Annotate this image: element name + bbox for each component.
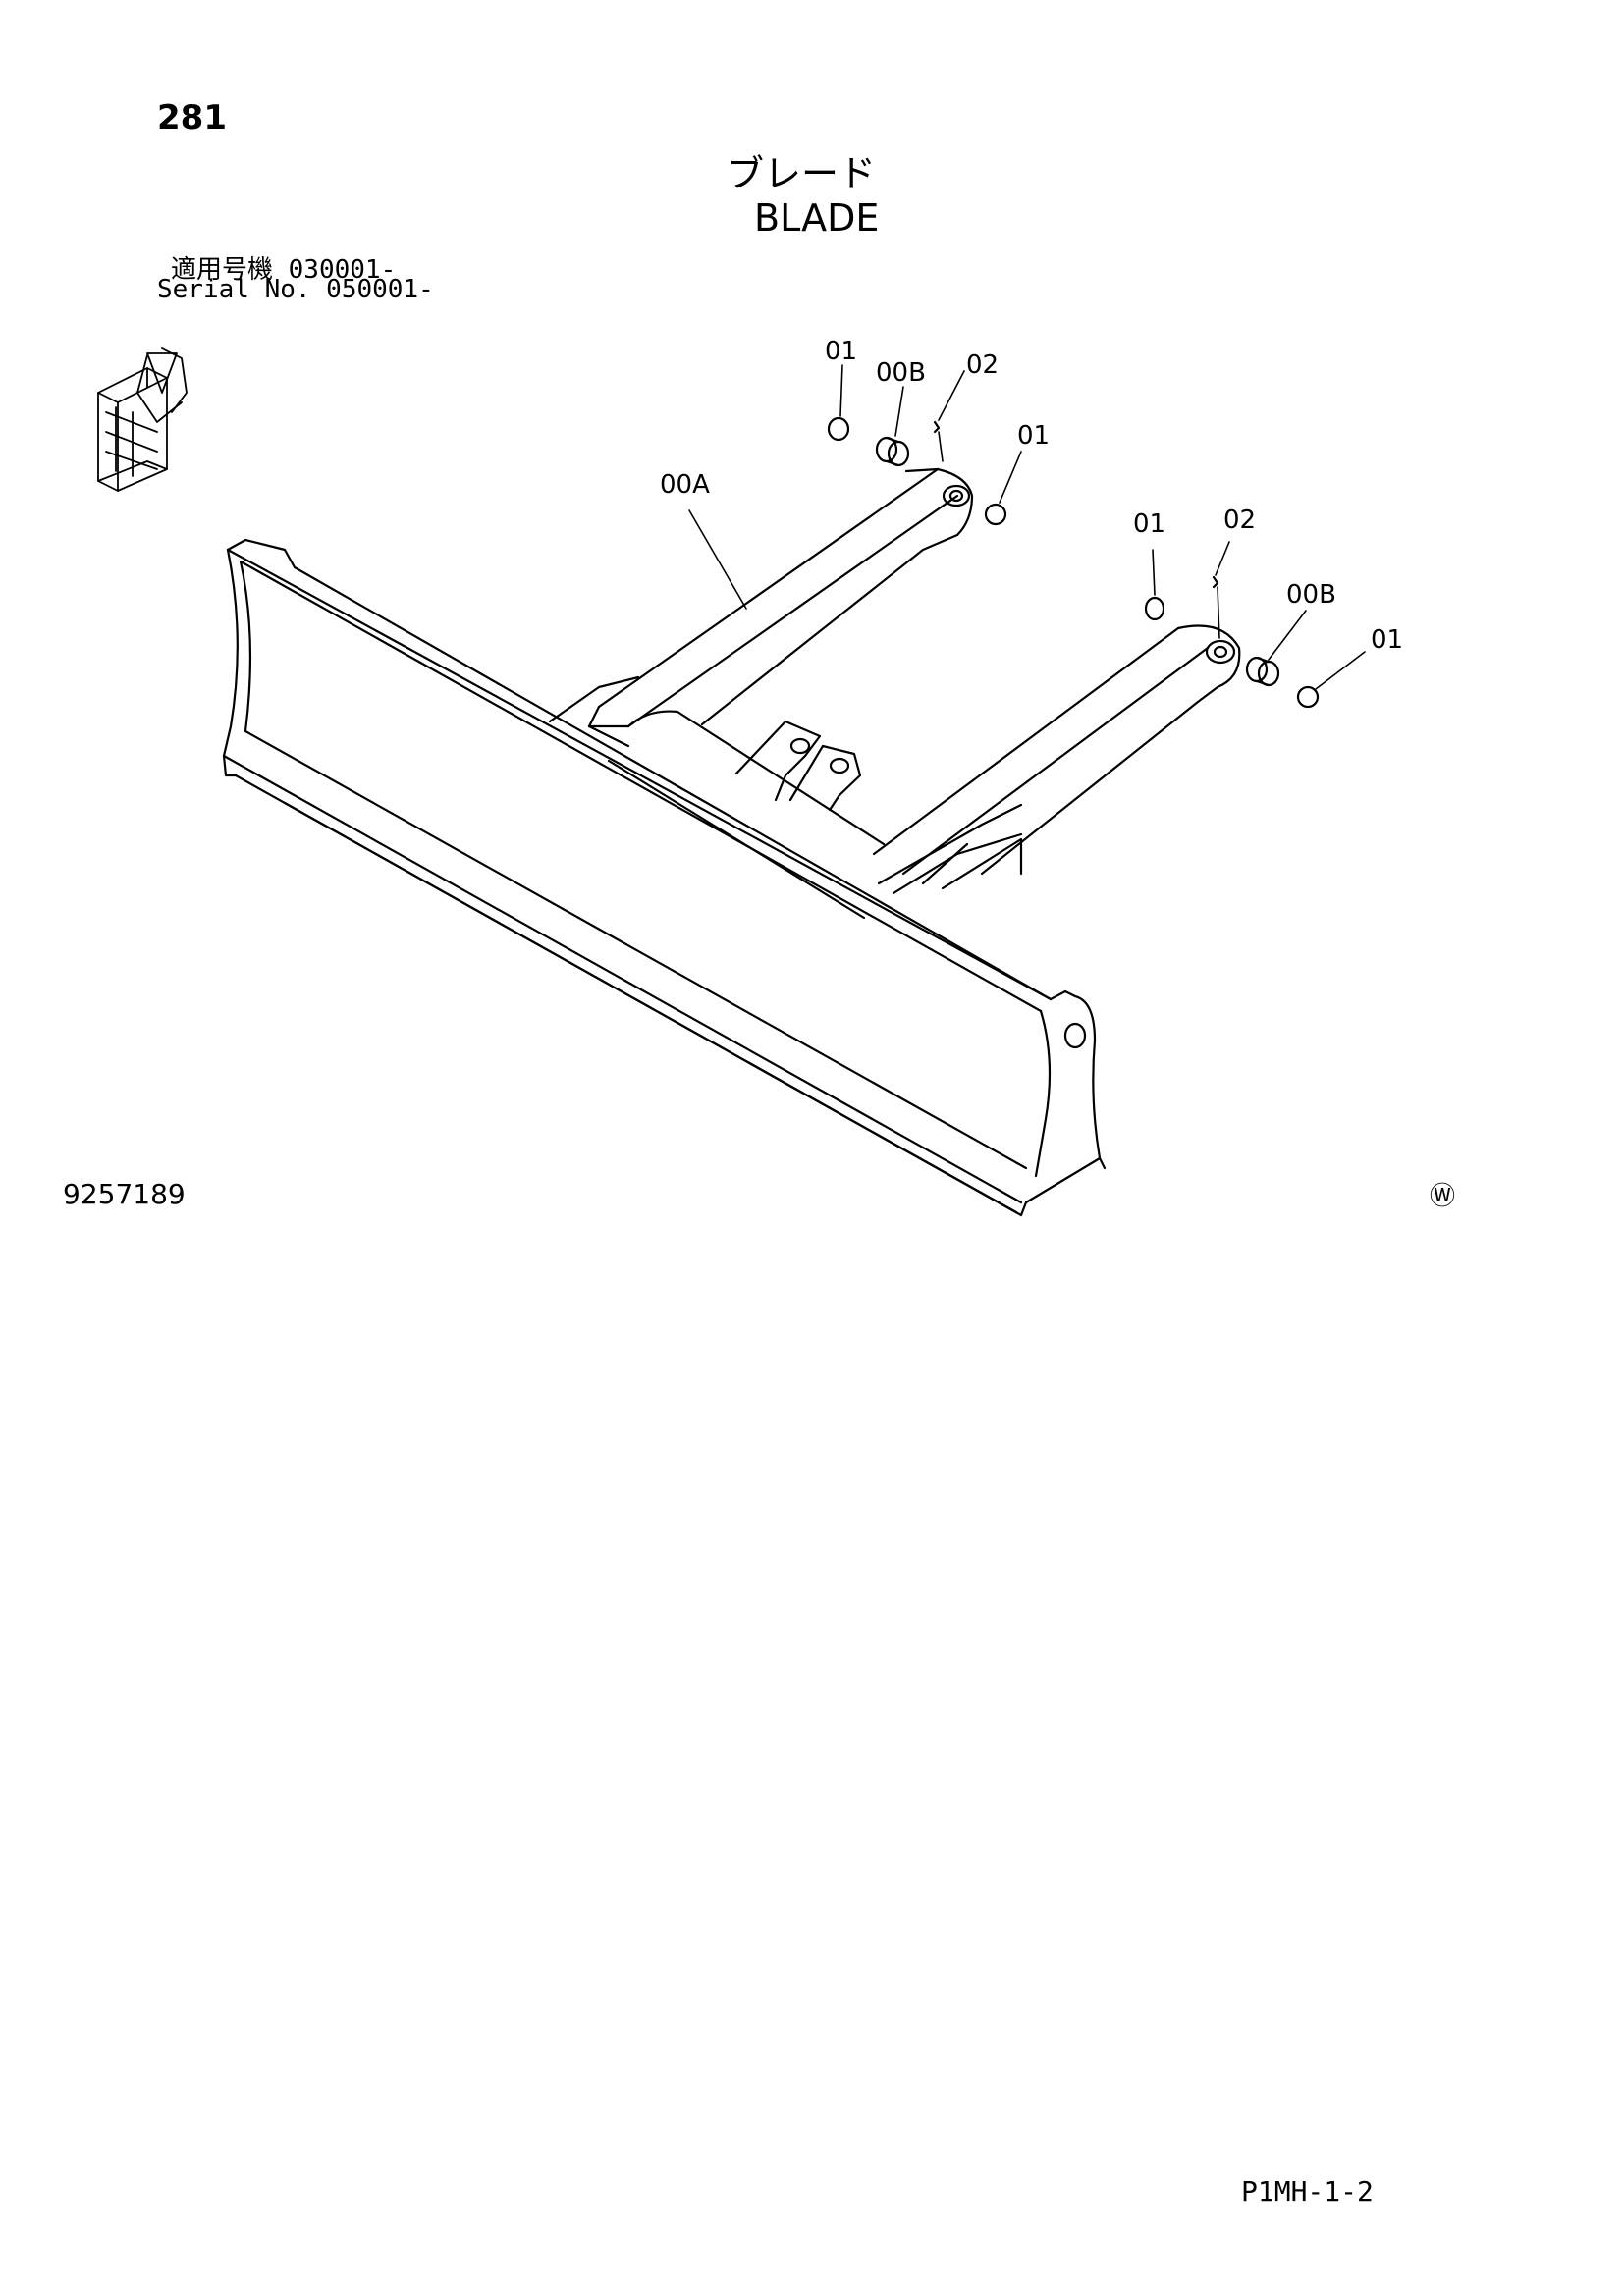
bushings [875, 436, 1280, 687]
callout-02: 02 [966, 350, 999, 380]
serial-range-english: Serial No. 050001- [157, 275, 434, 304]
callout-02: 02 [1223, 506, 1256, 535]
rings [827, 416, 1320, 709]
cross-tube [607, 710, 886, 920]
callout-00b: 00B [876, 358, 926, 388]
callout-01: 01 [1133, 509, 1165, 539]
callout-01: 01 [825, 337, 857, 366]
grease-fittings [933, 420, 1219, 589]
bushing-00b-a [875, 436, 910, 467]
ring-01-d [1296, 685, 1320, 709]
bushing-00b-b [1245, 656, 1280, 687]
callout-00a: 00A [660, 470, 710, 500]
ring-01-b [984, 503, 1007, 526]
page-title-japanese: ブレード [727, 152, 877, 195]
page-title-english: BLADE [754, 196, 880, 240]
serial-range-japanese: 適用号機 030001- [171, 255, 397, 285]
right-arm [872, 624, 1241, 895]
fitting-02-a [933, 420, 941, 434]
left-arm [548, 467, 974, 748]
fitting-02-b [1212, 575, 1219, 589]
figure-number: 9257189 [63, 1178, 186, 1210]
blade-body [222, 538, 1107, 1217]
callout-labels: 01 00B 02 01 00A 01 02 00B 01 [660, 337, 1403, 655]
w-circle-mark: Ⓦ [1430, 1182, 1456, 1211]
page-number: 281 [157, 98, 227, 137]
ring-01-c [1144, 596, 1165, 621]
callout-01: 01 [1371, 625, 1403, 655]
document-code: P1MH-1-2 [1241, 2175, 1374, 2208]
callout-01: 01 [1017, 421, 1050, 451]
callout-00b: 00B [1286, 580, 1336, 610]
front-direction-arrow-icon [97, 347, 188, 492]
ring-01-a [827, 416, 850, 442]
leader-lines [688, 364, 1366, 690]
